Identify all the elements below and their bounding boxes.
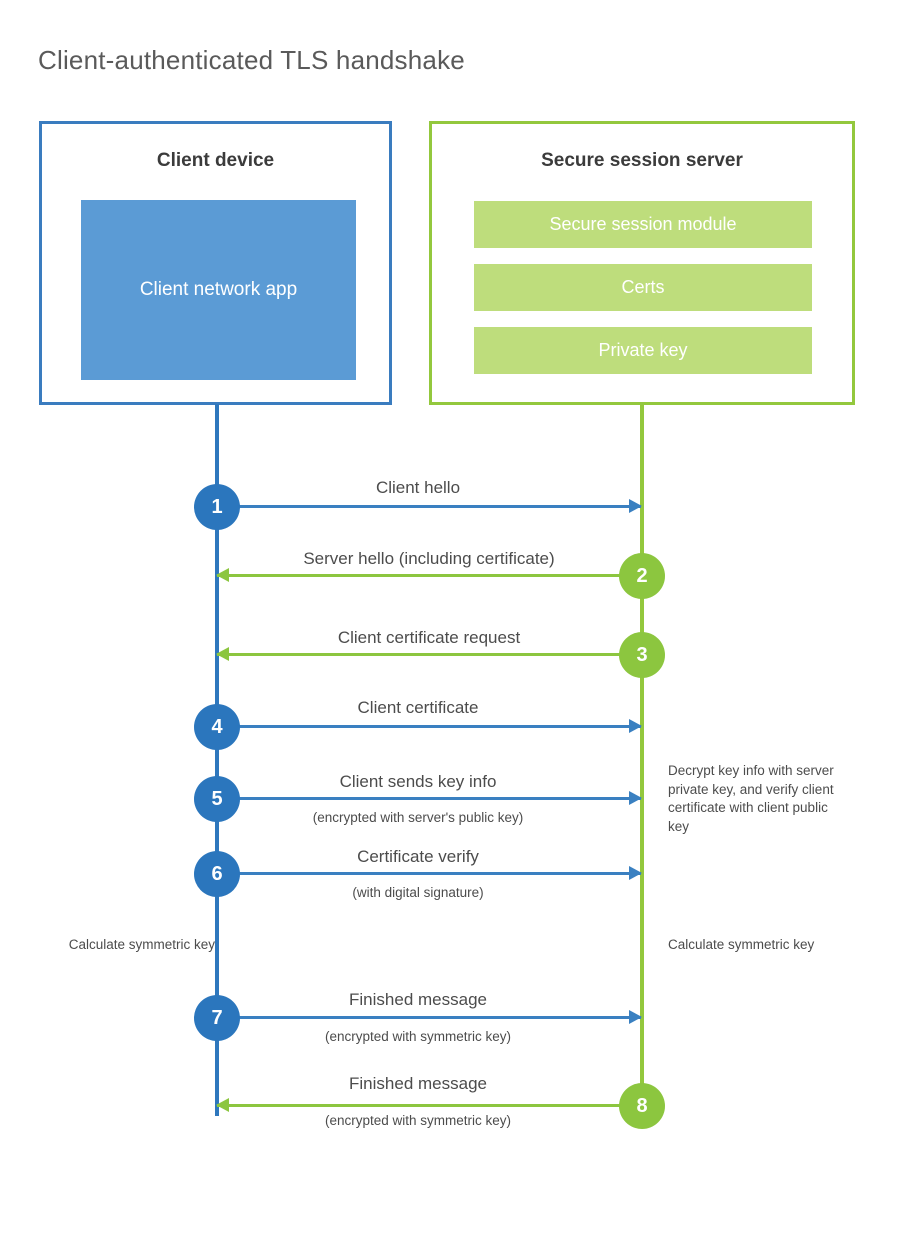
secure-session-server-title: Secure session server [541, 150, 743, 171]
note-client-calculate-symmetric-key: Calculate symmetric key [68, 937, 215, 952]
arrow-shaft [217, 505, 641, 508]
server-module-secure-session-module: Secure session module [474, 201, 812, 248]
message-label-8: Finished message [349, 1074, 487, 1093]
step-circle-5[interactable]: 5 [194, 776, 240, 822]
arrow-head-right-icon [629, 499, 642, 513]
message-sublabel-6: (with digital signature) [352, 885, 484, 900]
message-arrow-4 [217, 719, 642, 733]
step-circle-2[interactable]: 2 [619, 553, 665, 599]
client-network-app-block: Client network app [81, 200, 356, 380]
arrow-head-right-icon [629, 719, 642, 733]
server-module-private-key: Private key [474, 327, 812, 374]
secure-session-server-box: Secure session server Secure session mod… [429, 121, 855, 405]
message-arrow-7 [217, 1010, 642, 1024]
arrow-shaft [217, 1104, 641, 1107]
page-title: Client-authenticated TLS handshake [38, 45, 465, 76]
arrow-head-left-icon [216, 1098, 229, 1112]
message-arrow-2 [216, 568, 641, 582]
arrow-head-right-icon [629, 866, 642, 880]
message-sublabel-7: (encrypted with symmetric key) [324, 1029, 512, 1044]
arrow-shaft [217, 574, 641, 577]
arrow-shaft [217, 797, 641, 800]
client-device-title: Client device [156, 150, 275, 171]
message-arrow-5 [217, 791, 642, 805]
message-arrow-8 [216, 1098, 641, 1112]
client-device-box: Client device Client network app [39, 121, 392, 405]
arrow-shaft [217, 725, 641, 728]
message-label-1: Client hello [375, 478, 461, 497]
client-lifeline [215, 404, 219, 1116]
step-circle-8[interactable]: 8 [619, 1083, 665, 1129]
arrow-shaft [217, 872, 641, 875]
step-circle-1[interactable]: 1 [194, 484, 240, 530]
arrow-head-left-icon [216, 647, 229, 661]
note-server-decrypt: Decrypt key info with server private key… [668, 763, 834, 834]
step-circle-6[interactable]: 6 [194, 851, 240, 897]
message-label-5: Client sends key info [339, 772, 497, 791]
message-sublabel-8: (encrypted with symmetric key) [324, 1113, 512, 1128]
arrow-shaft [217, 653, 641, 656]
message-sublabel-5: (encrypted with server's public key) [312, 810, 524, 825]
message-arrow-6 [217, 866, 642, 880]
message-label-4: Client certificate [357, 698, 479, 717]
step-circle-4[interactable]: 4 [194, 704, 240, 750]
step-circle-3[interactable]: 3 [619, 632, 665, 678]
message-arrow-3 [216, 647, 641, 661]
server-lifeline [640, 404, 644, 1106]
arrow-head-left-icon [216, 568, 229, 582]
message-label-7: Finished message [349, 990, 487, 1009]
message-label-3: Client certificate request [337, 628, 521, 647]
arrow-shaft [217, 1016, 641, 1019]
message-arrow-1 [217, 499, 642, 513]
message-label-6: Certificate verify [357, 847, 479, 866]
message-label-2: Server hello (including certificate) [303, 549, 555, 568]
note-server-calculate-symmetric-key: Calculate symmetric key [668, 937, 815, 952]
arrow-head-right-icon [629, 1010, 642, 1024]
step-circle-7[interactable]: 7 [194, 995, 240, 1041]
server-module-certs: Certs [474, 264, 812, 311]
arrow-head-right-icon [629, 791, 642, 805]
